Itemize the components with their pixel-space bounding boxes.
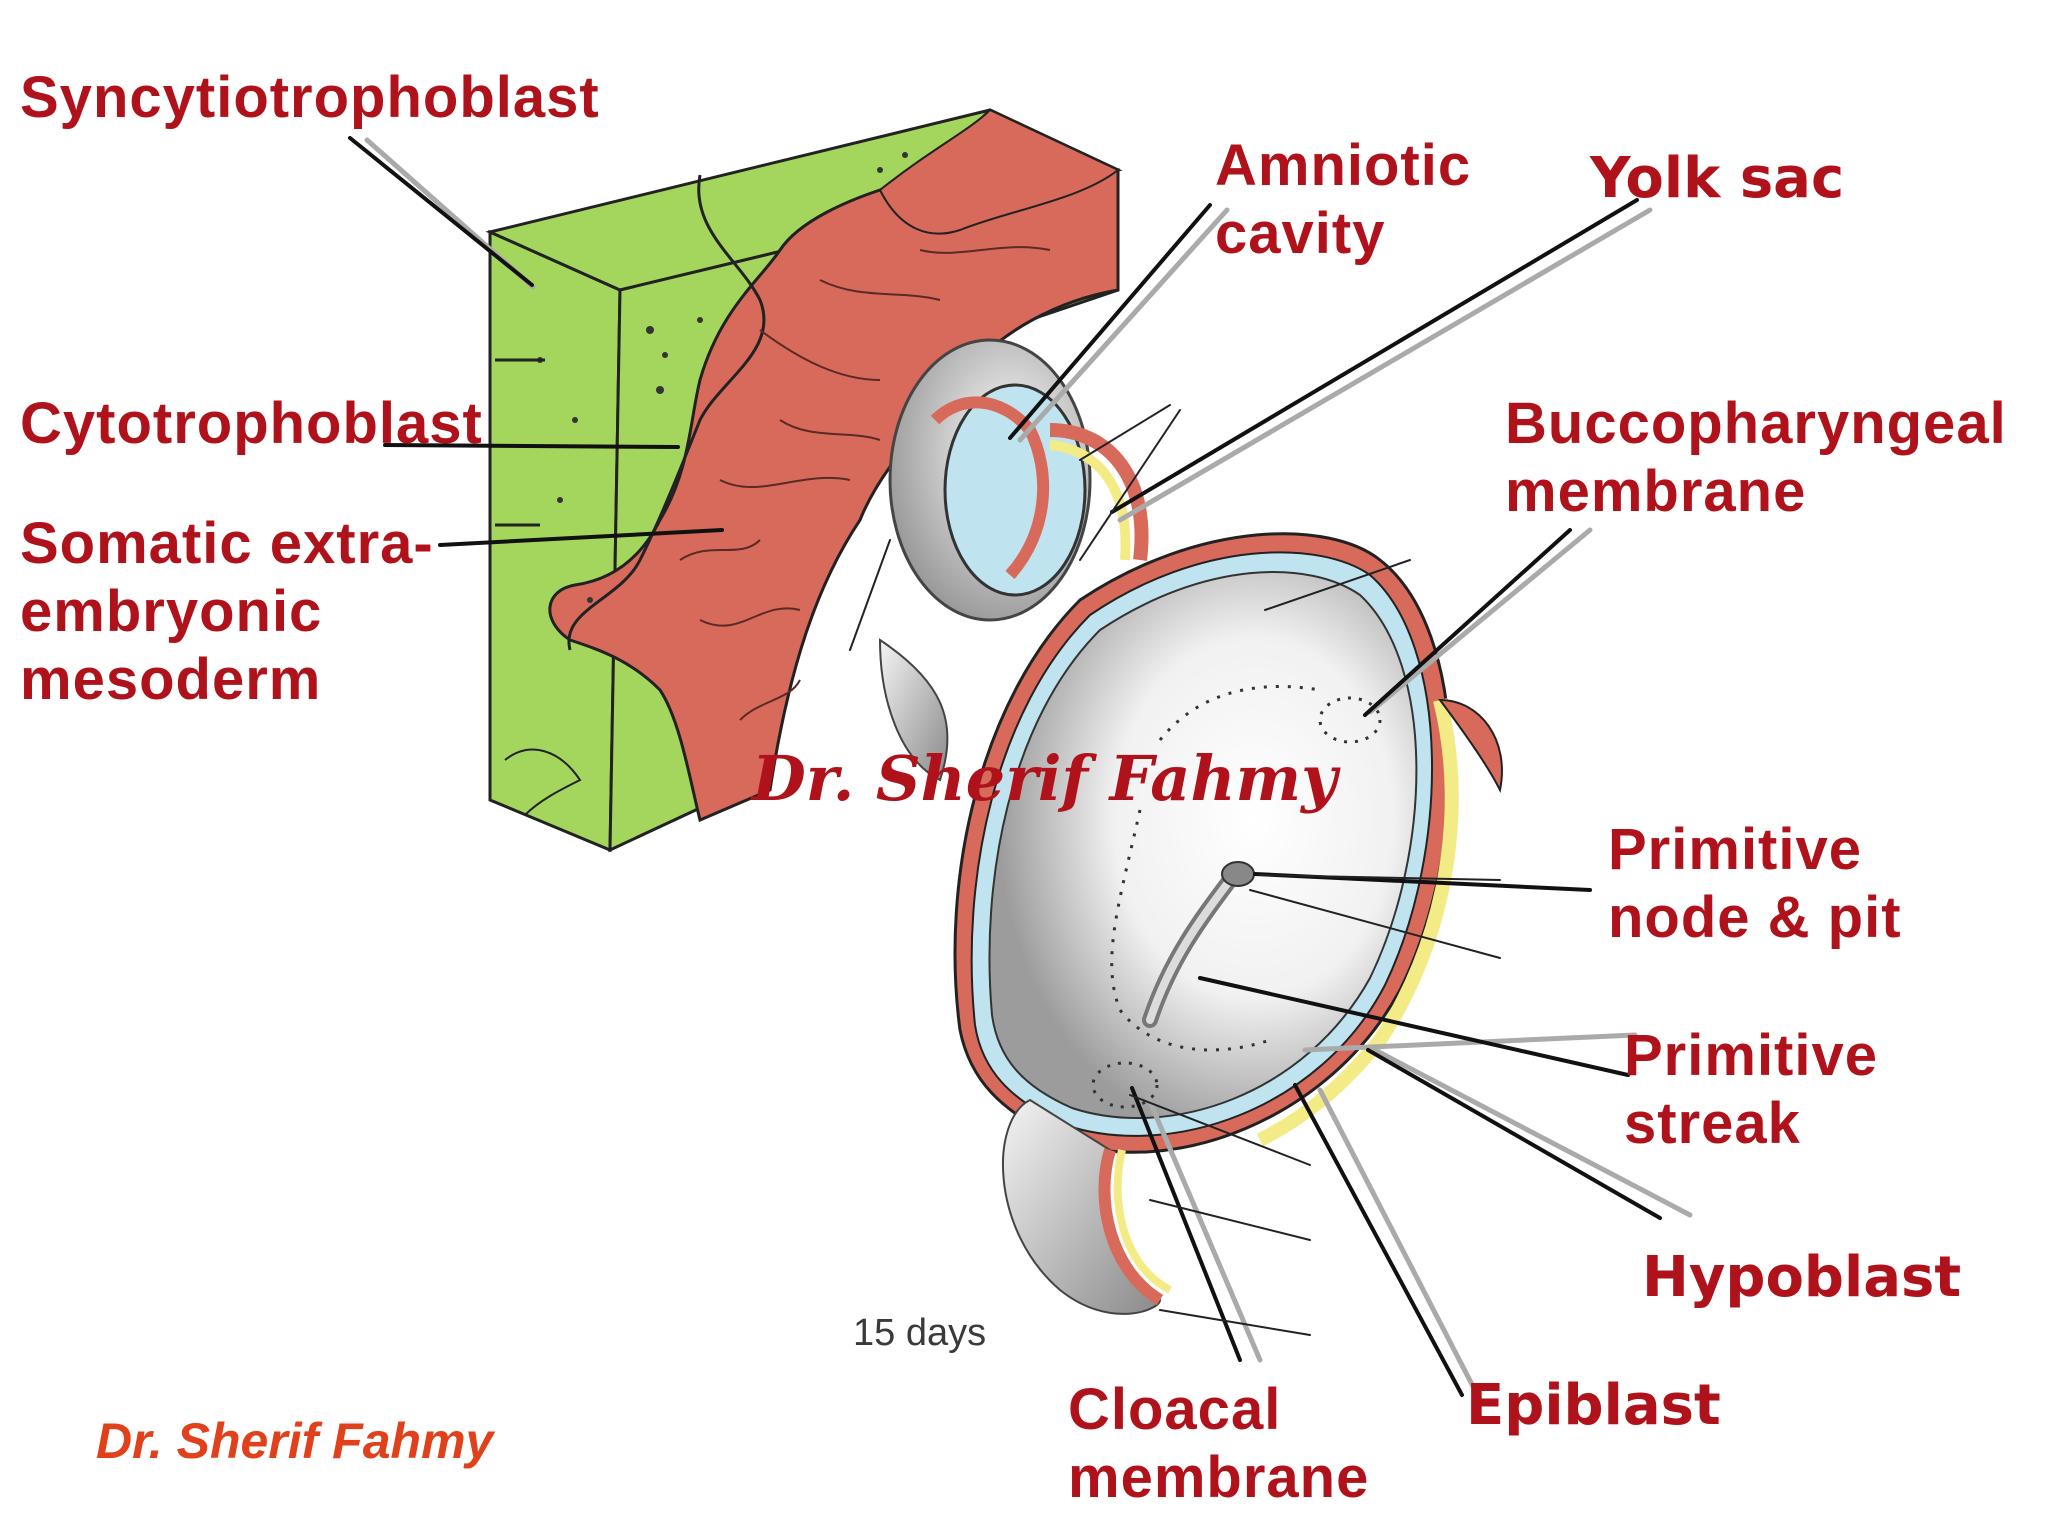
watermark-corner: Dr. Sherif Fahmy: [96, 1413, 494, 1469]
label-cloacal-membrane: Cloacal membrane: [1068, 1377, 1370, 1510]
artist-signature: [504, 748, 582, 816]
label-primitive-node: Primitive node & pit: [1608, 817, 1902, 950]
leader-primitive-streak: [1198, 976, 1630, 1077]
mesoderm-fibers: [679, 246, 1051, 721]
leader-buccopharyngeal: [1363, 528, 1572, 717]
label-yolk-sac: Yolk sac: [1590, 146, 1845, 211]
leader-syncytiotrophoblast: [348, 136, 534, 287]
trophoblast-dots: [537, 152, 908, 603]
amniotic-sac: [878, 338, 1149, 782]
label-cytotrophoblast: Cytotrophoblast: [20, 391, 483, 456]
mesoderm-top: [878, 108, 1120, 235]
leader-hypoblast: [1366, 1048, 1662, 1220]
leader-cloacal-membrane: [1130, 1086, 1242, 1362]
leader-lines: [348, 136, 1693, 1403]
leader-epiblast: [1293, 1083, 1464, 1397]
label-epiblast: Epiblast: [1466, 1373, 1721, 1438]
cyto-boundary: [567, 174, 766, 651]
leader-cytotrophoblast: [383, 443, 680, 449]
embryonic-disc: [953, 532, 1503, 1315]
leader-amniotic-cavity: [1008, 203, 1212, 440]
label-buccopharyngeal-membrane: Buccopharyngeal membrane: [1505, 391, 2007, 524]
leader-yolk-sac: [1110, 198, 1639, 514]
label-amniotic-cavity: Amniotic cavity: [1215, 133, 1472, 266]
figure-caption: 15 days: [853, 1312, 987, 1354]
label-primitive-streak: Primitive streak: [1624, 1023, 1878, 1156]
label-hypoblast: Hypoblast: [1642, 1245, 1962, 1310]
leader-somatic-mesoderm: [438, 528, 724, 547]
label-syncytiotrophoblast: Syncytiotrophoblast: [20, 65, 600, 130]
label-somatic-mesoderm: Somatic extra- embryonic mesoderm: [20, 511, 434, 712]
watermark-center: Dr. Sherif Fahmy: [752, 742, 1338, 815]
